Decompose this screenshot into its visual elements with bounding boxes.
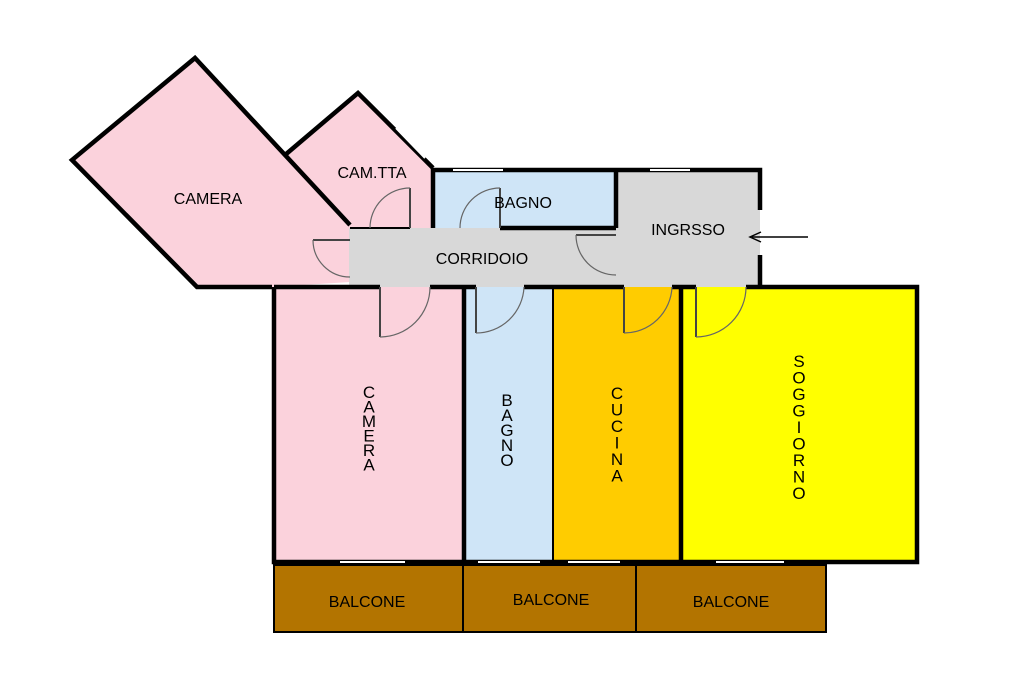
room-cucina bbox=[553, 287, 681, 562]
wall-bottom-wing bbox=[271, 284, 920, 565]
room-corridoio bbox=[349, 228, 619, 288]
label-bagno-top: BAGNO bbox=[494, 195, 552, 212]
balcony-3 bbox=[635, 564, 827, 633]
label-balcone-1: BALCONE bbox=[329, 594, 405, 611]
balcony-2 bbox=[462, 564, 637, 633]
door-bagno-top bbox=[459, 187, 501, 229]
door-camera-bottom bbox=[379, 286, 431, 338]
label-balcone-2: BALCONE bbox=[513, 592, 589, 609]
door-camerotta bbox=[369, 187, 411, 229]
label-corridoio: CORRIDOIO bbox=[436, 251, 528, 268]
room-camera-bottom bbox=[274, 287, 465, 562]
room-soggiorno bbox=[681, 287, 917, 562]
door-bagno-bottom bbox=[475, 286, 525, 334]
label-camera-top: CAMERA bbox=[174, 191, 243, 208]
label-ingresso: INGRSSO bbox=[651, 222, 725, 239]
window-7 bbox=[395, 127, 426, 159]
label-camerotta: CAM.TTA bbox=[337, 165, 406, 182]
balcony-1 bbox=[273, 564, 464, 633]
arrow-left-icon bbox=[748, 231, 808, 243]
wall-camera-top bbox=[68, 54, 352, 290]
door-cucina bbox=[623, 286, 673, 334]
room-ingresso bbox=[616, 170, 760, 288]
door-camera-top bbox=[312, 239, 351, 278]
wall-camerotta bbox=[283, 89, 435, 170]
label-balcone-3: BALCONE bbox=[693, 594, 769, 611]
door-ingresso bbox=[575, 234, 617, 276]
wall-bagno-top bbox=[433, 167, 763, 210]
room-bagno-top bbox=[433, 170, 616, 228]
door-soggiorno bbox=[695, 286, 747, 338]
